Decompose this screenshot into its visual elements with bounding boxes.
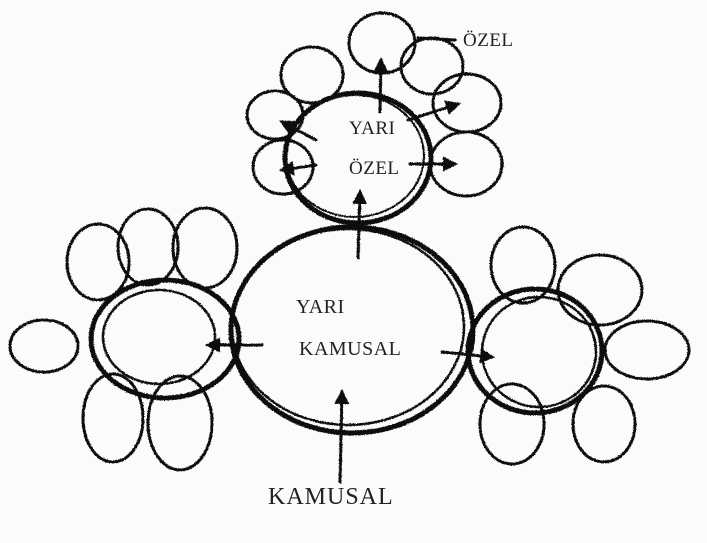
ozel-circle-top-right <box>401 38 463 94</box>
label-yari-kamusal-line2: KAMUSAL <box>299 338 401 361</box>
left-cluster-petals <box>10 208 237 470</box>
label-yari-ozel-line2: ÖZEL <box>349 158 400 180</box>
yari-kamusal-circle <box>231 227 473 433</box>
label-kamusal: KAMUSAL <box>268 484 394 511</box>
label-ozel: ÖZEL <box>463 30 514 52</box>
arrow-to-ozel-top <box>380 60 381 112</box>
ozel-pointer-line <box>418 38 455 40</box>
ozel-circle-right-upper <box>433 74 501 132</box>
right-cluster-petals <box>480 227 689 464</box>
arrow-kamusal-up <box>340 392 342 482</box>
ozel-circle-left-upper <box>247 91 303 139</box>
label-yari-kamusal-line1: YARI <box>296 296 345 319</box>
arrow-to-yari-ozel <box>358 192 360 258</box>
label-yari-ozel-line1: YARI <box>349 118 395 140</box>
